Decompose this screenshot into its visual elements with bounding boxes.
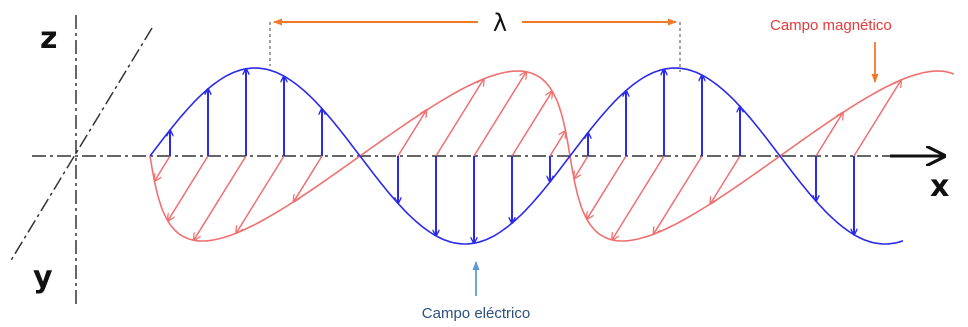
electric-field-label: Campo eléctrico (422, 305, 530, 322)
y-axis-line (9, 27, 153, 263)
magnetic-field-vector (654, 155, 703, 234)
magnetic-field-label: Campo magnético (770, 17, 892, 34)
magnetic-field-vector (511, 91, 552, 157)
magnetic-field-vector (473, 72, 526, 157)
y-axis-label: y (33, 260, 53, 295)
magnetic-field-vector (168, 155, 209, 221)
electric-field-vectors (170, 69, 854, 243)
magnetic-field-vector (194, 155, 247, 240)
magnetic-field-vector (236, 155, 285, 233)
magnetic-field-vectors (155, 72, 902, 240)
magnetic-field-vector (815, 112, 843, 157)
magnetic-field-vector (549, 131, 566, 157)
magnetic-field-vector (574, 155, 589, 179)
magnetic-field-wave (149, 70, 955, 242)
magnetic-field-vector (435, 79, 484, 157)
magnetic-field-vector (294, 155, 323, 202)
electric-field-wave (149, 67, 904, 245)
x-axis-label: x (930, 169, 949, 204)
magnetic-field-vector (710, 155, 741, 204)
magnetic-field-vector (397, 110, 426, 157)
wavelength-label: λ (493, 9, 507, 37)
magnetic-field-vector (155, 155, 171, 181)
magnetic-field-vector (853, 80, 901, 157)
z-axis-label: z (40, 21, 57, 56)
magnetic-field-vector (587, 155, 627, 219)
magnetic-field-vector (612, 155, 665, 240)
